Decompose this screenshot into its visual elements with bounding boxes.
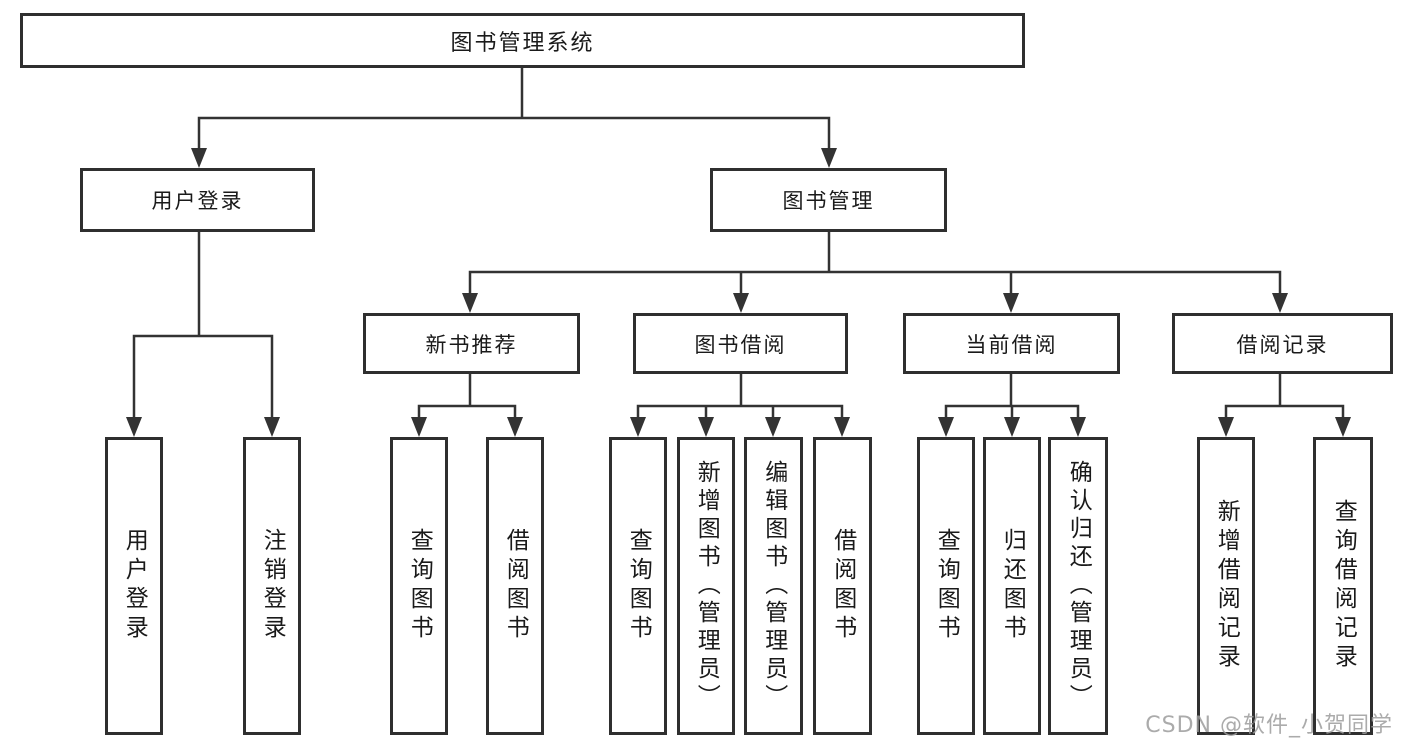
leaf-cb-query-book-label: 查询图书 <box>933 528 960 644</box>
leaf-cb-return-book-label: 归还图书 <box>999 528 1026 644</box>
leaf-cb-confirm-return-admin-label: 确认归还（管理员） <box>1065 460 1092 712</box>
leaf-bb-query-book-label: 查询图书 <box>625 528 652 644</box>
leaf-cb-return-book: 归还图书 <box>983 437 1041 735</box>
leaf-br-query-record-label: 查询借阅记录 <box>1330 499 1357 673</box>
node-current-borrowing: 当前借阅 <box>903 313 1120 374</box>
node-new-book-recommend: 新书推荐 <box>363 313 580 374</box>
leaf-br-add-record-label: 新增借阅记录 <box>1213 499 1240 673</box>
leaf-nb-borrow-book: 借阅图书 <box>486 437 544 735</box>
leaf-nb-query-book: 查询图书 <box>390 437 448 735</box>
leaf-bb-borrow-book: 借阅图书 <box>813 437 872 735</box>
csdn-watermark: CSDN @软件_小贺同学 <box>1145 713 1393 738</box>
leaf-br-add-record: 新增借阅记录 <box>1197 437 1255 735</box>
node-borrowing-records: 借阅记录 <box>1172 313 1393 374</box>
leaf-bb-query-book: 查询图书 <box>609 437 667 735</box>
node-book-management: 图书管理 <box>710 168 947 232</box>
leaf-bb-add-book-admin: 新增图书（管理员） <box>677 437 735 735</box>
leaf-cb-confirm-return-admin: 确认归还（管理员） <box>1048 437 1108 735</box>
leaf-bb-edit-book-admin: 编辑图书（管理员） <box>744 437 803 735</box>
leaf-nb-borrow-book-label: 借阅图书 <box>502 528 529 644</box>
leaf-user-login: 用户登录 <box>105 437 163 735</box>
node-user-login: 用户登录 <box>80 168 315 232</box>
leaf-logout-login-label: 注销登录 <box>259 528 286 644</box>
leaf-bb-edit-book-admin-label: 编辑图书（管理员） <box>760 460 787 712</box>
arrowheads <box>126 148 1351 437</box>
leaf-cb-query-book: 查询图书 <box>917 437 975 735</box>
leaf-bb-borrow-book-label: 借阅图书 <box>829 528 856 644</box>
leaf-logout-login: 注销登录 <box>243 437 301 735</box>
leaf-br-query-record: 查询借阅记录 <box>1313 437 1373 735</box>
node-library-management-system: 图书管理系统 <box>20 13 1025 68</box>
leaf-user-login-label: 用户登录 <box>121 528 148 644</box>
node-book-borrowing: 图书借阅 <box>633 313 848 374</box>
leaf-nb-query-book-label: 查询图书 <box>406 528 433 644</box>
leaf-bb-add-book-admin-label: 新增图书（管理员） <box>693 460 720 712</box>
